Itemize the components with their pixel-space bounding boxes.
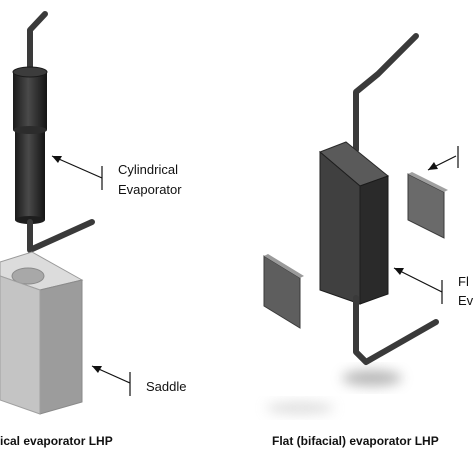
flat-evaporator-assembly: Fl Ev Flat (bifacial) evaporator LHP: [263, 33, 474, 448]
heat-source-plate-right: [407, 172, 448, 239]
saddle-label: Saddle: [146, 379, 186, 394]
plate-callout-leader: [427, 146, 459, 171]
cylindrical-callout-leader: [51, 155, 103, 190]
cylindrical-evaporator-label-line1: Cylindrical: [118, 162, 178, 177]
flat-evaporator-label-line1: Fl: [458, 274, 469, 289]
cylindrical-evaporator-assembly: Cylindrical Evaporator Saddle ical evapo…: [0, 11, 186, 448]
vapor-line-pipe: [353, 33, 419, 153]
cylinder-lower-section: [13, 126, 47, 224]
cylinder-upper-section: [12, 66, 48, 130]
saddle-callout-leader: [91, 365, 131, 396]
saddle-hole: [11, 267, 45, 285]
liquid-line-pipe: [353, 295, 439, 365]
vapor-line-pipe: [27, 11, 48, 71]
flat-evaporator-label-line2: Ev: [458, 293, 474, 308]
left-caption: ical evaporator LHP: [0, 434, 113, 448]
heat-source-plate-left: [263, 254, 304, 329]
saddle-block: [0, 251, 84, 415]
right-caption: Flat (bifacial) evaporator LHP: [272, 434, 439, 448]
shadow: [266, 402, 334, 414]
flat-evaporator-callout-leader: [393, 267, 443, 304]
liquid-line-pipe: [27, 219, 95, 253]
shadow: [342, 370, 402, 386]
cylindrical-evaporator-label-line2: Evaporator: [118, 182, 182, 197]
flat-evaporator-box: [319, 141, 390, 305]
